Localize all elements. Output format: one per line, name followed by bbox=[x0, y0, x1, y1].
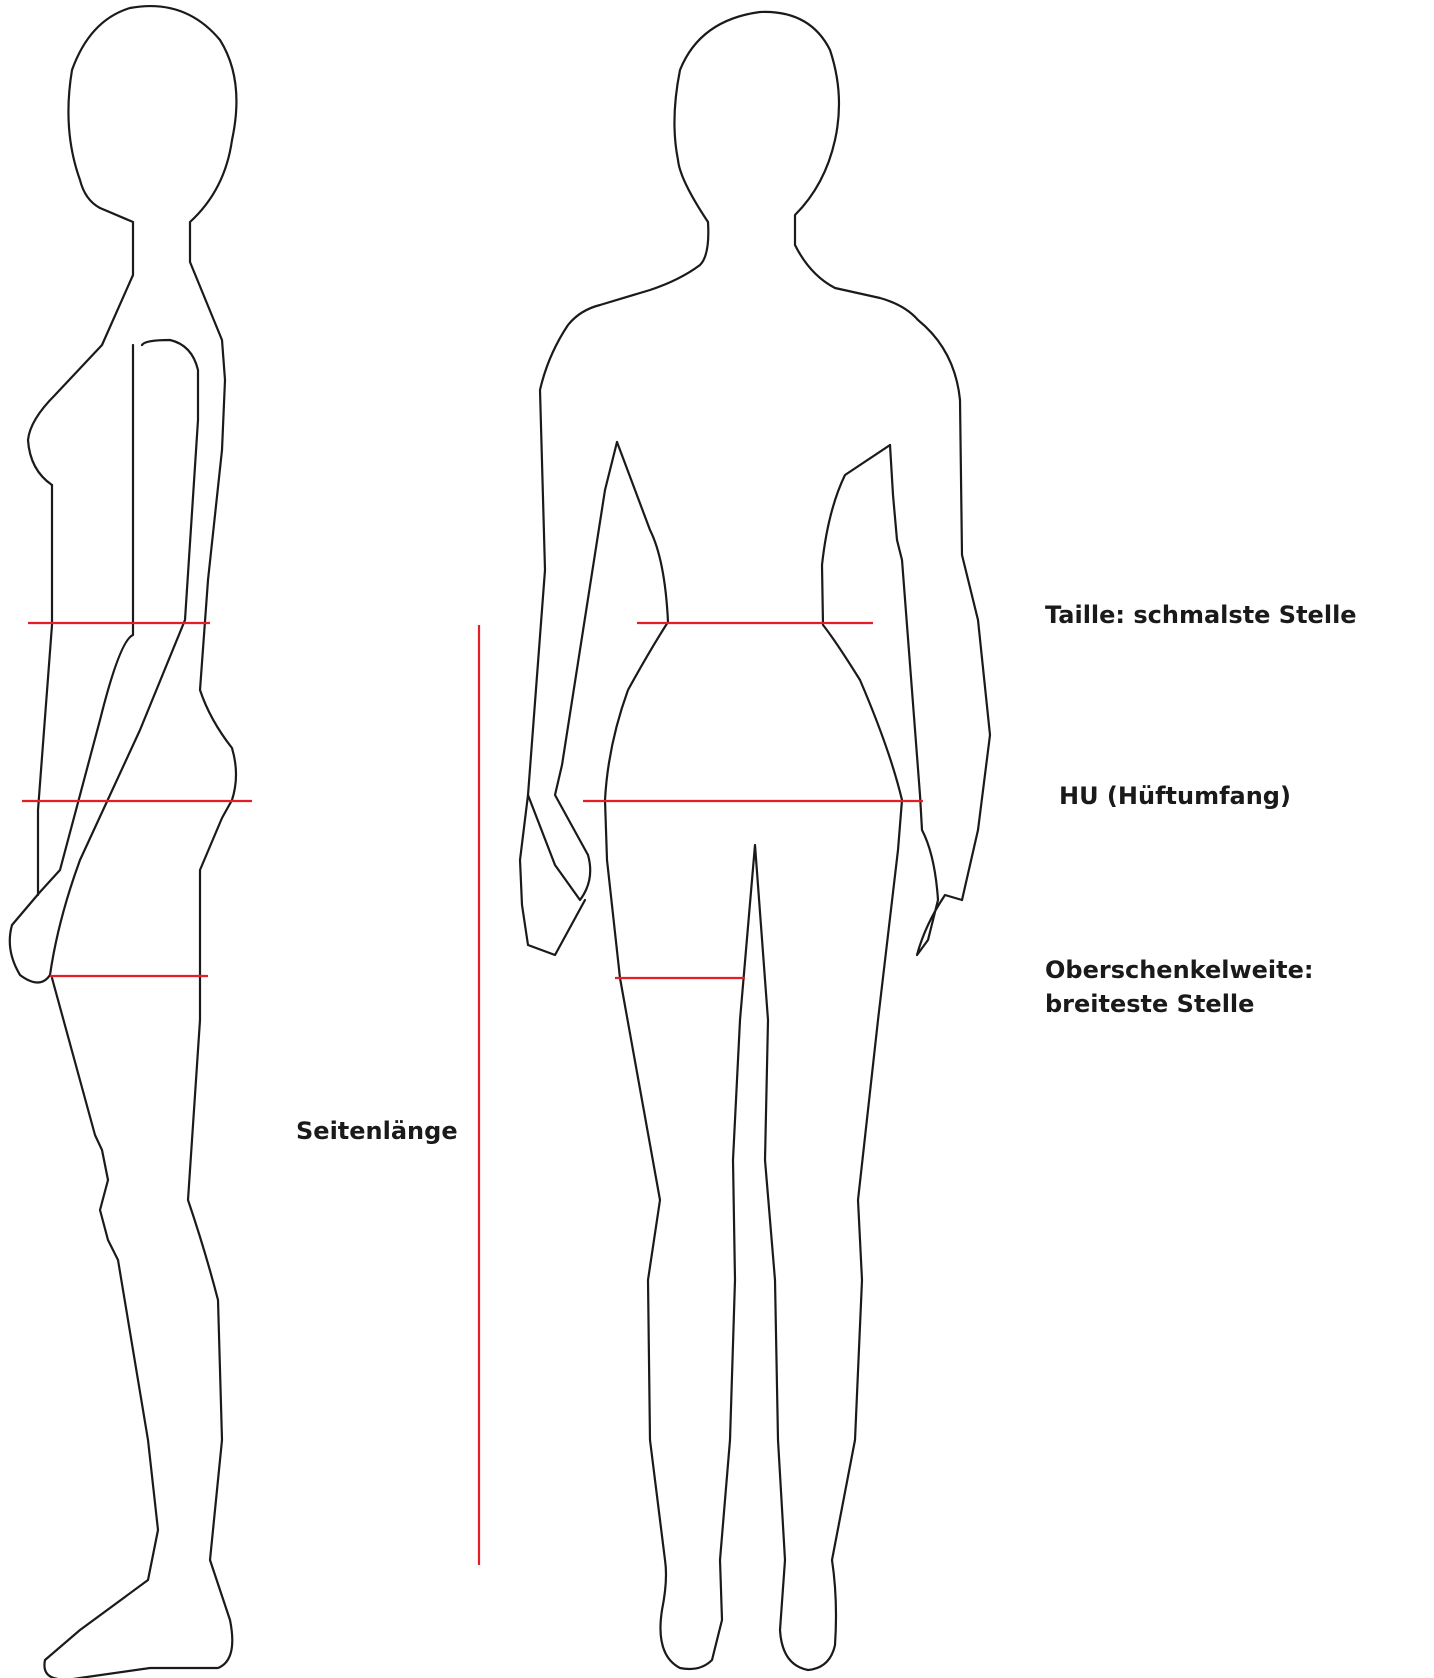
front-right-arm-outline bbox=[890, 445, 962, 955]
front-body-outline bbox=[605, 442, 902, 1670]
side-torso-outline bbox=[38, 380, 236, 1678]
front-head-outline bbox=[528, 12, 990, 900]
thigh-width-label: Oberschenkelweite: breiteste Stelle bbox=[1045, 953, 1425, 1021]
side-profile-figure bbox=[10, 6, 237, 1678]
hip-circumference-label: HU (Hüftumfang) bbox=[1059, 779, 1291, 813]
measurement-lines bbox=[22, 623, 923, 1565]
front-figure bbox=[520, 12, 990, 1670]
side-length-label: Seitenlänge bbox=[296, 1114, 458, 1148]
waist-label: Taille: schmalste Stelle bbox=[1045, 598, 1357, 632]
